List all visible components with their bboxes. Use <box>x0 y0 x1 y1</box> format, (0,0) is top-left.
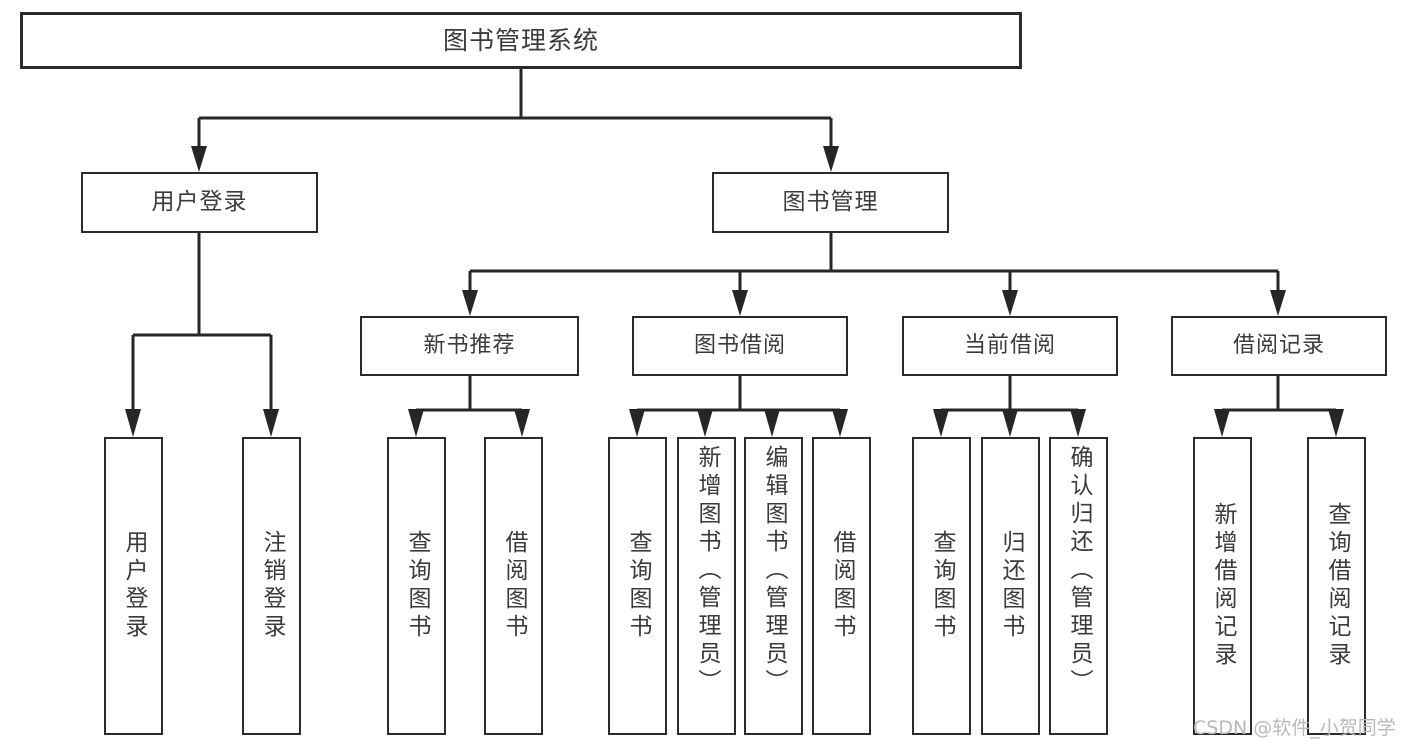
node-new-book-recommend[interactable]: 新书推荐 <box>360 316 579 376</box>
node-label: 新增图书（管理员） <box>694 445 720 697</box>
node-leaf-return-book[interactable]: 归还图书 <box>981 437 1040 735</box>
node-current-borrow[interactable]: 当前借阅 <box>902 316 1118 376</box>
node-book-borrow[interactable]: 图书借阅 <box>632 316 848 376</box>
node-label: 查询图书 <box>929 530 955 642</box>
node-label: 注销登录 <box>259 530 285 642</box>
node-leaf-logout-login[interactable]: 注销登录 <box>242 437 301 735</box>
node-leaf-query-book-borrow[interactable]: 查询图书 <box>608 437 667 735</box>
node-label: 归还图书 <box>998 530 1024 642</box>
node-label: 借阅记录 <box>1232 333 1325 359</box>
node-label: 确认归还（管理员） <box>1066 445 1092 697</box>
node-leaf-query-book-current[interactable]: 查询图书 <box>912 437 971 735</box>
node-label: 借阅图书 <box>501 530 527 642</box>
node-label: 图书管理系统 <box>442 25 599 55</box>
node-label: 用户登录 <box>151 188 248 215</box>
node-leaf-borrow-book-recommend[interactable]: 借阅图书 <box>484 437 543 735</box>
node-label: 新书推荐 <box>423 333 516 359</box>
node-label: 用户登录 <box>121 530 147 642</box>
node-label: 图书管理 <box>782 188 879 215</box>
node-label: 借阅图书 <box>829 530 855 642</box>
node-leaf-borrow-book[interactable]: 借阅图书 <box>812 437 871 735</box>
node-root-book-management-system[interactable]: 图书管理系统 <box>20 12 1022 69</box>
node-leaf-add-book[interactable]: 新增图书（管理员） <box>677 437 736 735</box>
node-label: 新增借阅记录 <box>1210 502 1236 670</box>
node-leaf-user-login[interactable]: 用户登录 <box>104 437 163 735</box>
node-leaf-add-borrow-record[interactable]: 新增借阅记录 <box>1193 437 1252 735</box>
node-borrow-record[interactable]: 借阅记录 <box>1171 316 1387 376</box>
node-label: 编辑图书（管理员） <box>761 445 787 697</box>
node-label: 图书借阅 <box>693 333 786 359</box>
node-leaf-edit-book[interactable]: 编辑图书（管理员） <box>744 437 803 735</box>
node-label: 查询借阅记录 <box>1324 502 1350 670</box>
node-book-management[interactable]: 图书管理 <box>712 172 949 233</box>
node-leaf-query-book-recommend[interactable]: 查询图书 <box>387 437 446 735</box>
node-leaf-query-borrow-record[interactable]: 查询借阅记录 <box>1307 437 1366 735</box>
node-label: 当前借阅 <box>963 333 1056 359</box>
node-leaf-confirm-return[interactable]: 确认归还（管理员） <box>1049 437 1108 735</box>
node-label: 查询图书 <box>404 530 430 642</box>
node-user-login[interactable]: 用户登录 <box>81 172 318 233</box>
node-label: 查询图书 <box>625 530 651 642</box>
